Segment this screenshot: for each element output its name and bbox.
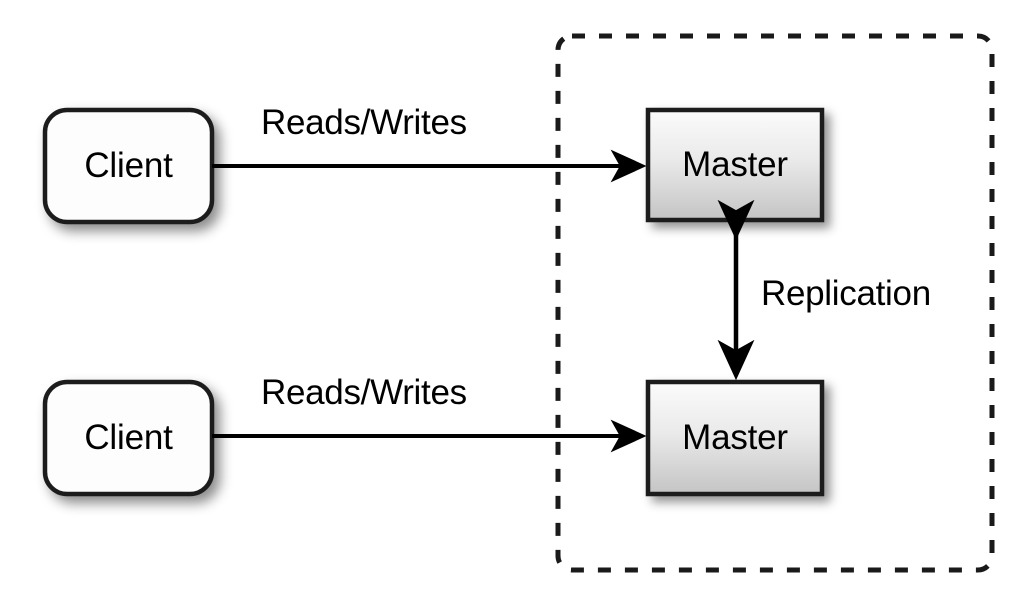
node-client-bottom[interactable] — [42, 379, 215, 497]
client-top-shape — [42, 107, 215, 225]
edge-label-replication: Replication — [761, 274, 931, 313]
node-client-top[interactable] — [42, 107, 215, 225]
replication-group-boundary — [555, 33, 995, 573]
master-bottom-shape — [645, 379, 825, 497]
client-bottom-shape — [42, 379, 215, 497]
edge-label-reads-writes-top: Reads/Writes — [261, 103, 467, 142]
edge-label-reads-writes-bottom: Reads/Writes — [261, 373, 467, 412]
master-top-shape — [645, 107, 825, 223]
node-master-bottom[interactable] — [645, 379, 825, 497]
node-master-top[interactable] — [645, 107, 825, 223]
